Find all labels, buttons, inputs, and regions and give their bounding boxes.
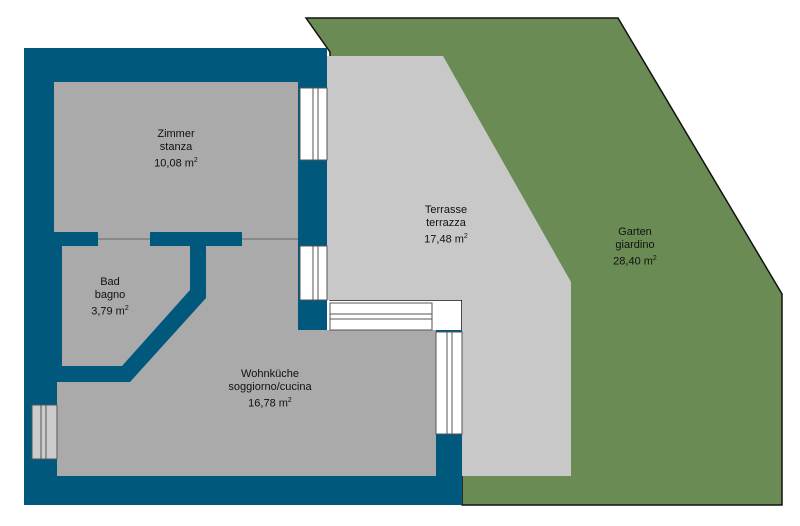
terrace-area: [327, 56, 571, 476]
window-wohnkueche-east: [435, 331, 463, 435]
room-label-wohnkueche: Wohnküche soggiorno/cucina 16,78 m2: [228, 368, 312, 410]
window-wohnkueche-north: [299, 245, 328, 301]
room-label-terrasse: Terrasse terrazza 17,48 m2: [424, 204, 468, 246]
room-label-zimmer: Zimmer stanza 10,08 m2: [154, 128, 198, 170]
zimmer-floor: [54, 82, 298, 232]
window-west: [31, 404, 58, 460]
room-label-garten: Garten giardino 28,40 m2: [613, 226, 657, 268]
door-terrace: [329, 302, 433, 331]
room-label-bad: Bad bagno 3,79 m2: [91, 276, 129, 318]
window-zimmer: [299, 87, 328, 161]
bad-floor: [62, 246, 190, 366]
wohnkueche-floor: [57, 246, 436, 476]
